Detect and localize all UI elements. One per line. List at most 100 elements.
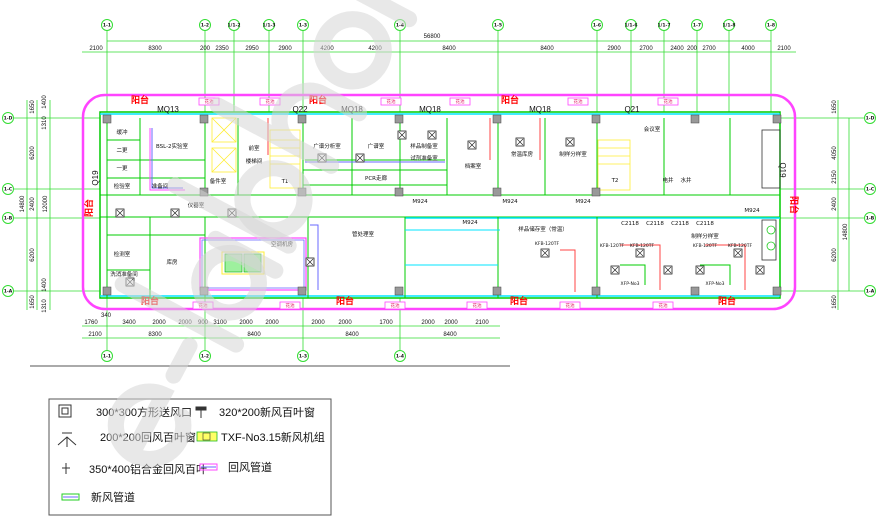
dim-value: 2100 — [88, 332, 102, 338]
square-diffuser-icon — [733, 248, 743, 258]
planter-box — [384, 301, 406, 310]
dim-value: 2900 — [278, 46, 292, 52]
duct — [705, 244, 746, 290]
diffuser-cross — [636, 249, 644, 257]
column — [102, 114, 112, 124]
alu-louver-icon — [62, 463, 70, 474]
equipment-tag: XFP-No3 — [706, 281, 725, 287]
square-diffuser-icon — [540, 248, 550, 258]
axis-bubble — [864, 183, 876, 195]
dim-value: 2350 — [215, 46, 229, 52]
dim-value: 2000 — [421, 320, 435, 326]
room-label: 检验室 — [114, 182, 131, 190]
door-code: M924 — [744, 208, 760, 214]
planter-label: 花池 — [286, 302, 295, 309]
dim-value: 8300 — [148, 332, 162, 338]
balcony-label: 阳台 — [131, 94, 149, 106]
fresh-duct-icon — [61, 493, 80, 501]
planter-label: 花池 — [574, 98, 583, 105]
dim-value: 2000 — [444, 320, 458, 326]
axis-bubble — [228, 19, 240, 31]
dim-value: 1650 — [832, 100, 838, 114]
square-diffuser-icon — [355, 153, 365, 163]
room-label: 检测室 — [114, 250, 131, 258]
axis-bubble — [864, 112, 876, 124]
dim-value: 340 — [101, 313, 112, 319]
axis-label: 1-5 — [494, 23, 502, 29]
legend-label: 320*200新风百叶窗 — [219, 405, 315, 419]
room-label: PCR走廊 — [365, 174, 387, 182]
fan-unit-icon — [196, 431, 218, 442]
door-code: C2118 — [646, 221, 664, 227]
room-label: 广谱室 — [368, 142, 385, 150]
column — [772, 286, 782, 296]
room-label: 试剂准备室 — [410, 154, 438, 162]
planter-label: 花池 — [387, 98, 396, 105]
diffuser-cross — [116, 209, 124, 217]
room-label: 制样分样室 — [559, 150, 587, 158]
wall-code: MQ18 — [529, 105, 551, 114]
axis-label: 1-B — [4, 216, 13, 222]
equipment-tag: KFB-120TF — [535, 241, 560, 247]
axis-label: 1-8 — [767, 23, 775, 29]
dim-value: 8400 — [442, 46, 456, 52]
column — [492, 114, 502, 124]
square-diffuser-icon — [565, 137, 575, 147]
legend-label: 350*400铝合金回风百叶 — [89, 462, 207, 476]
dim-value: 4200 — [368, 46, 382, 52]
axis-label: 1/1-7 — [658, 23, 671, 29]
dim-value: 2400 — [670, 46, 684, 52]
diffuser-cross — [541, 249, 549, 257]
dim-value: 2950 — [245, 46, 259, 52]
planter-label: 花池 — [205, 98, 214, 105]
dim-value: 2100 — [89, 46, 103, 52]
dim-value: 6200 — [832, 248, 838, 262]
balcony-label: 阳台 — [501, 94, 519, 106]
dim-value: 1310 — [42, 116, 48, 130]
axis-bubble — [199, 19, 211, 31]
square-diffuser-icon — [663, 265, 673, 275]
dim-value: 1700 — [379, 320, 393, 326]
axis-bubble — [101, 350, 113, 362]
duct — [560, 249, 576, 292]
balcony-label: 阳台 — [788, 196, 800, 214]
planter-box — [449, 97, 471, 106]
dim-value: 3400 — [122, 320, 136, 326]
column — [394, 114, 404, 124]
dim-value: 1760 — [84, 320, 98, 326]
square-diffuser-icon — [515, 137, 525, 147]
dim-value: 2000 — [265, 320, 279, 326]
axis-label: 1/1-6 — [625, 23, 638, 29]
axis-label: 1/1-3 — [263, 23, 276, 29]
axis-bubble — [101, 19, 113, 31]
room-label: 缓冲 — [116, 128, 128, 136]
legend-label: 新风管道 — [91, 490, 135, 504]
planter-label: 花池 — [456, 98, 465, 105]
dim-value: 1400 — [42, 95, 48, 109]
room-label: 广谱分析室 — [313, 142, 341, 150]
axis-label: 1-2 — [201, 23, 209, 29]
diffuser-cross — [306, 258, 314, 266]
column — [394, 286, 404, 296]
column — [690, 114, 700, 124]
room-label: BSL-2实验室 — [156, 142, 189, 150]
wall-code: MQ18 — [419, 105, 441, 114]
dim-value: 2000 — [338, 320, 352, 326]
planter-label: 花池 — [473, 302, 482, 309]
axis-bubble — [297, 19, 309, 31]
dim-value: 2100 — [777, 46, 791, 52]
axis-label: 1-C — [4, 187, 13, 193]
dim-total: 56800 — [424, 34, 441, 40]
dim-value: 2000 — [152, 320, 166, 326]
legend-label: TXF-No3.15新风机组 — [221, 430, 325, 444]
wall-code: Q22 — [292, 105, 308, 114]
room-label: 管处理室 — [352, 230, 375, 238]
axis-bubble — [591, 19, 603, 31]
room-label: 库房 — [166, 258, 178, 266]
axis-label: 1-3 — [299, 354, 307, 360]
dim-value: 2400 — [30, 197, 36, 211]
dim-value: 200 — [200, 46, 211, 52]
square-diffuser-icon — [170, 208, 180, 218]
axis-label: 1-7 — [693, 23, 701, 29]
